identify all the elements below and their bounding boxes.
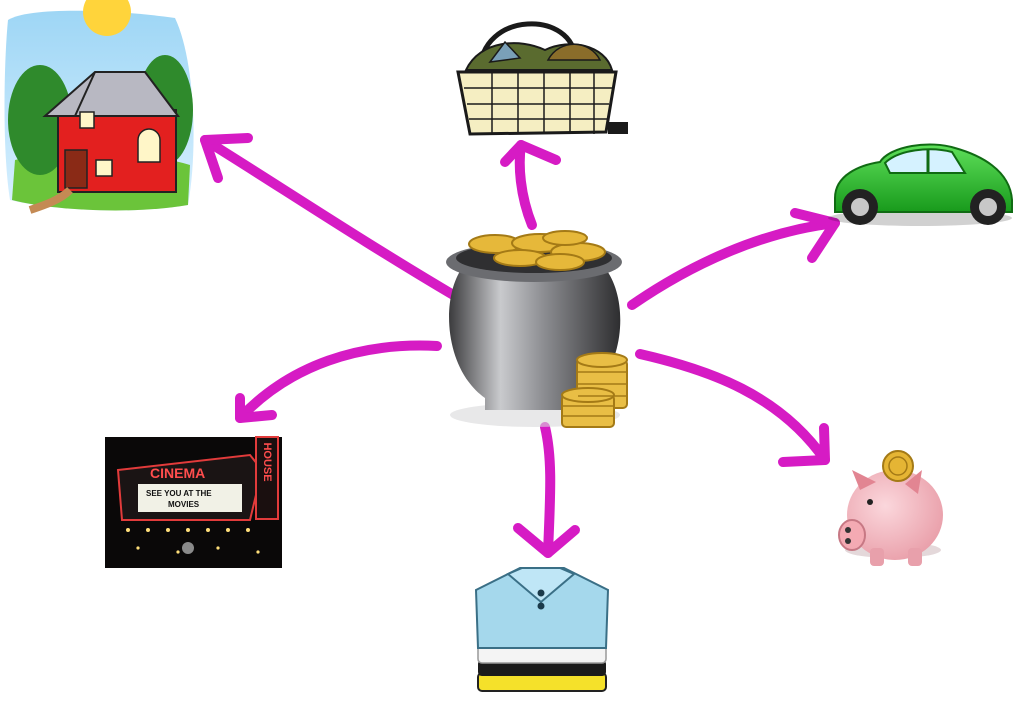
arrow-to-house — [200, 133, 460, 301]
arrow-to-clothes — [513, 422, 580, 558]
grocery-basket-icon — [456, 21, 628, 136]
cinema-board-line-1: SEE YOU AT THE — [146, 489, 212, 498]
arrows — [200, 133, 840, 558]
cinema-marquee-text: CINEMA — [150, 465, 205, 481]
arrow-to-groceries — [500, 140, 561, 230]
car-icon — [828, 143, 1013, 226]
cinema-vertical-sign: HOUSE — [261, 442, 273, 481]
cinema-board-line-2: MOVIES — [168, 500, 200, 509]
house-icon — [4, 0, 194, 214]
arrow-to-cinema — [235, 340, 442, 423]
folded-clothes-icon — [474, 567, 610, 692]
arrow-to-piggy-bank — [635, 349, 830, 467]
piggy-bank-icon — [838, 450, 943, 566]
cinema-icon: CINEMA SEE YOU AT THE MOVIES HOUSE — [105, 436, 282, 568]
arrow-to-car — [627, 208, 840, 310]
pot-of-gold-icon — [446, 230, 628, 428]
